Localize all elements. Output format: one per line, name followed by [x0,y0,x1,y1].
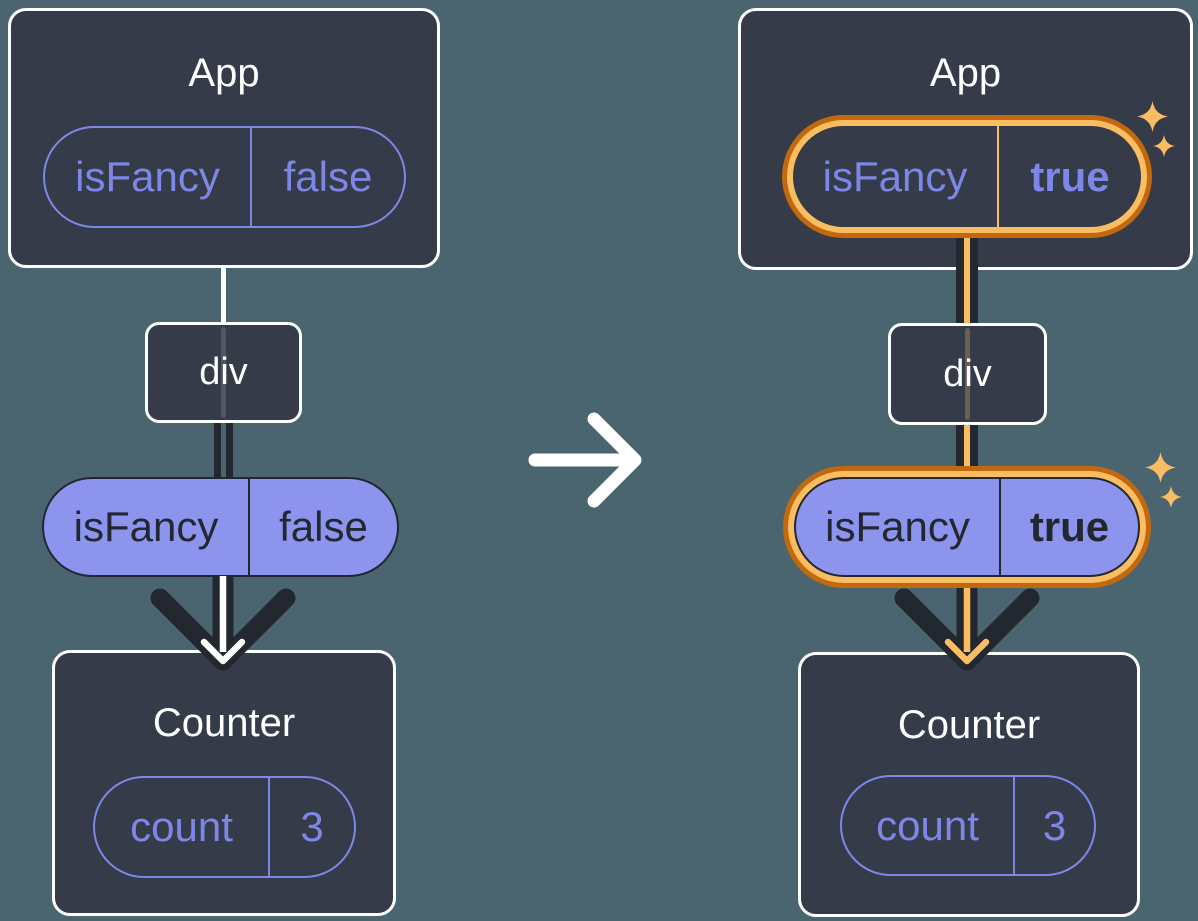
state-value: 3 [300,803,324,850]
component-title: Counter [897,703,1041,747]
prop-key: isFancy [45,128,252,226]
prop-value: true [1029,503,1110,550]
down-arrow-icon [894,588,1040,671]
sparkle-icon [1160,486,1182,508]
component-title: Counter [152,701,296,745]
div-node: div [888,323,1047,425]
component-title: App [188,51,260,95]
state-value: 3 [1042,801,1067,849]
connector-div-to-prop [213,422,233,478]
prop-value: false [279,503,368,550]
connector-through-div [965,328,970,420]
counter-component-card: Counter count 3 [798,652,1140,917]
app-component-card: App isFancy false [8,8,440,268]
state-pill: count 3 [840,775,1096,876]
prop-value: false [283,153,373,200]
connector-app-to-div [220,265,226,323]
prop-pill: isFancy false [43,126,406,228]
right-arrow-icon [528,412,642,508]
state-key: count [95,778,270,876]
prop-key: isFancy [44,479,250,575]
sparkle-icon [1153,135,1175,157]
state-pill: count 3 [93,776,356,878]
prop-value: true [1030,152,1110,200]
passed-prop-pill: isFancy false [42,477,399,577]
div-node-label: div [943,352,992,395]
prop-key: isFancy [793,126,999,227]
sparkle-icon [1145,452,1176,483]
connector-app-to-div [956,236,978,323]
prop-key: isFancy [796,479,1001,575]
sparkle-icon [1137,101,1168,132]
counter-component-card: Counter count 3 [52,650,396,916]
div-node-label: div [199,351,248,393]
component-title: App [929,51,1002,95]
connector-div-to-prop [956,425,978,470]
prop-pill-highlighted: isFancy true [787,120,1147,233]
div-node: div [145,322,302,423]
state-key: count [842,777,1015,874]
down-arrow-icon [150,576,296,671]
connector-through-div [221,327,226,418]
passed-prop-pill-highlighted: isFancy true [794,477,1140,577]
